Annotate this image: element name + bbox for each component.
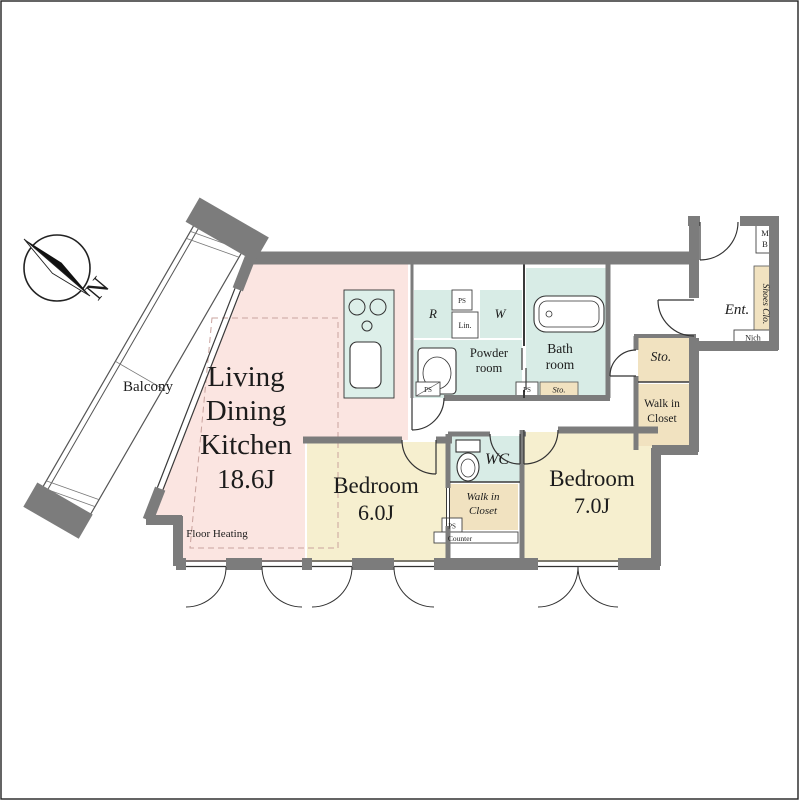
bathtub-icon [533, 295, 605, 333]
meter-box-label-bottom: B [762, 239, 768, 249]
ps-hatch [415, 381, 441, 397]
niche-label: Nich [745, 334, 761, 343]
ps-label-mid: PS [523, 386, 531, 394]
floor-heating-outline [189, 317, 339, 549]
bathtub-inner [538, 300, 600, 328]
hall-door-arc [657, 299, 695, 337]
balcony-railing [43, 227, 200, 496]
bath-label-2: room [546, 357, 575, 372]
wc-door-arc [489, 433, 521, 465]
counter-label: Counter [448, 534, 473, 543]
washer-label: W [495, 306, 507, 321]
washer-space [480, 290, 522, 338]
bedroom-a-door-arc [401, 439, 437, 475]
ldk-size-label: 18.6J [217, 464, 275, 494]
toilet-tank-icon [455, 439, 481, 453]
toilet-bowl-inner [460, 458, 476, 478]
balcony-label: Balcony [123, 379, 173, 395]
powder-door-arc [411, 397, 445, 431]
bedroom-b-label: Bedroom [549, 466, 635, 491]
refrigerator-label: R [428, 306, 437, 321]
wic-right-label-1: Walk in [644, 398, 680, 410]
powder-label-2: room [476, 361, 503, 375]
shoes-closet-label: Shoes Clo. [760, 284, 770, 325]
window-lines [186, 560, 618, 568]
storage-floor [638, 338, 692, 382]
entrance-label: Ent. [724, 302, 750, 318]
floor-heating-label: Floor Heating [186, 528, 248, 540]
entry-door-arc [699, 221, 739, 261]
balcony-wall-top [185, 197, 269, 262]
counter-shelf [433, 531, 519, 544]
wic-middle-label-2: Closet [469, 505, 498, 517]
balcony [23, 197, 269, 539]
wic-right-floor [638, 384, 692, 446]
compass-icon: N [23, 234, 115, 305]
bedroom-a-floor [307, 442, 446, 562]
bedroom-b-size: 7.0J [574, 493, 611, 518]
bedroom-b-door-arc [523, 429, 559, 465]
linen-box [451, 311, 479, 339]
ldk-floor [150, 262, 408, 562]
wic-right-label-2: Closet [647, 413, 677, 425]
windows [185, 560, 619, 608]
balcony-wall-bottom [23, 482, 93, 539]
ldk-label-2: Dining [206, 395, 287, 427]
outer-walls [142, 216, 779, 570]
ps-label-powder: PS [424, 386, 432, 394]
storage-small-label: Sto. [553, 385, 566, 395]
ps-label-counter: PS [448, 523, 456, 531]
ldk-label-3: Kitchen [200, 429, 292, 461]
interior-walls [303, 262, 696, 566]
linen-label: Lin. [458, 321, 471, 330]
bedroom-a-size: 6.0J [358, 500, 395, 525]
bathtub-drain [545, 310, 553, 318]
bedroom-a-label: Bedroom [333, 473, 419, 498]
stove-icon [348, 298, 387, 332]
balcony-hatches [42, 231, 244, 507]
doors [401, 221, 739, 475]
meter-box-label-top: M [761, 228, 769, 238]
labels: Balcony Living Dining Kitchen 18.6J Floo… [123, 228, 770, 543]
wic-middle-label-1: Walk in [467, 491, 500, 503]
storage-door-arc [609, 349, 637, 377]
kitchen-sink-icon [349, 341, 382, 389]
bath-label-1: Bath [547, 341, 573, 356]
powder-label-1: Powder [470, 346, 509, 360]
wc-label: WC [485, 451, 509, 468]
compass-needle-light [23, 238, 91, 297]
bedroom-b-floor [524, 432, 654, 562]
refrigerator-space [414, 290, 452, 338]
ps-label-top: PS [458, 297, 466, 305]
fixtures [343, 222, 775, 544]
ldk-label-1: Living [207, 361, 284, 393]
ps-box-top [451, 289, 473, 311]
window-arcs [185, 566, 619, 608]
storage-label: Sto. [651, 349, 672, 364]
